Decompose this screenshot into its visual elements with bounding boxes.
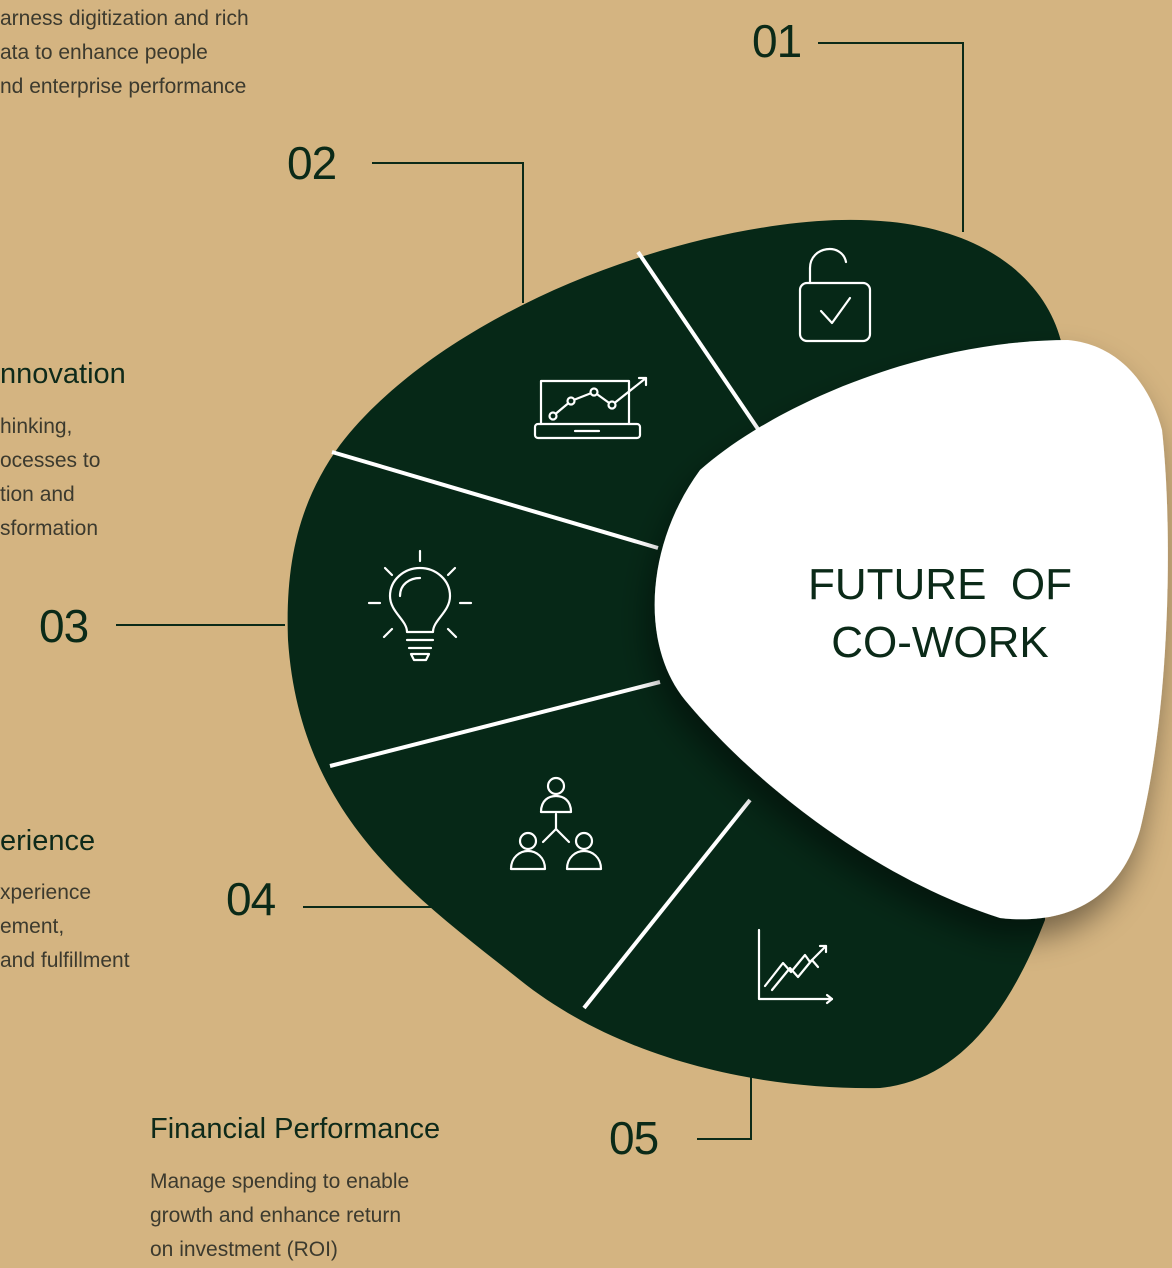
divider-2: [331, 450, 659, 550]
digitization-line-3: nd enterprise performance: [0, 75, 247, 98]
connector-02: [372, 162, 524, 303]
connector-01: [818, 42, 964, 232]
center-title: FUTURE OF CO-WORK: [760, 556, 1120, 672]
segment-dividers: [329, 250, 762, 1010]
lightbulb-icon: [367, 549, 473, 662]
financial-description: Manage spending to enable growth and enh…: [150, 1165, 409, 1267]
center-shape: [654, 340, 1168, 920]
center-title-line2: CO-WORK: [831, 618, 1049, 667]
innovation-line-1: hinking,: [0, 415, 73, 438]
experience-heading: erience: [0, 825, 96, 857]
digitization-description: arness digitization and rich ata to enha…: [0, 2, 249, 104]
step-number-02: 02: [287, 137, 337, 189]
experience-description: xperience ement, and fulfillment: [0, 876, 130, 978]
innovation-line-4: sformation: [0, 517, 99, 540]
experience-line-1: xperience: [0, 881, 92, 904]
unlock-check-icon: [798, 247, 872, 343]
step-number-01: 01: [752, 15, 802, 67]
divider-4: [582, 798, 752, 1010]
connector-05: [697, 1075, 752, 1140]
financial-line-1: Manage spending to enable: [150, 1170, 410, 1193]
center-title-line1: FUTURE OF: [808, 560, 1072, 609]
innovation-line-2: ocesses to: [0, 449, 101, 472]
divider-3: [329, 680, 661, 768]
financial-line-3: on investment (ROI): [150, 1238, 338, 1261]
step-number-03: 03: [39, 600, 89, 652]
connector-lines: [116, 42, 964, 1140]
experience-line-2: ement,: [0, 915, 65, 938]
step-number-04: 04: [226, 873, 276, 925]
step-number-05: 05: [609, 1112, 659, 1164]
innovation-line-3: tion and: [0, 483, 75, 506]
divider-1: [636, 250, 762, 434]
experience-line-3: and fulfillment: [0, 949, 130, 972]
growth-chart-icon: [757, 928, 834, 1005]
innovation-description: hinking, ocesses to tion and sformation: [0, 410, 100, 546]
team-hierarchy-icon: [509, 776, 603, 871]
laptop-chart-icon: [533, 376, 648, 440]
innovation-heading: nnovation: [0, 358, 126, 390]
financial-line-2: growth and enhance return: [150, 1204, 402, 1227]
financial-heading: Financial Performance: [150, 1113, 441, 1145]
digitization-line-1: arness digitization and rich: [0, 7, 249, 30]
digitization-line-2: ata to enhance people: [0, 41, 208, 64]
